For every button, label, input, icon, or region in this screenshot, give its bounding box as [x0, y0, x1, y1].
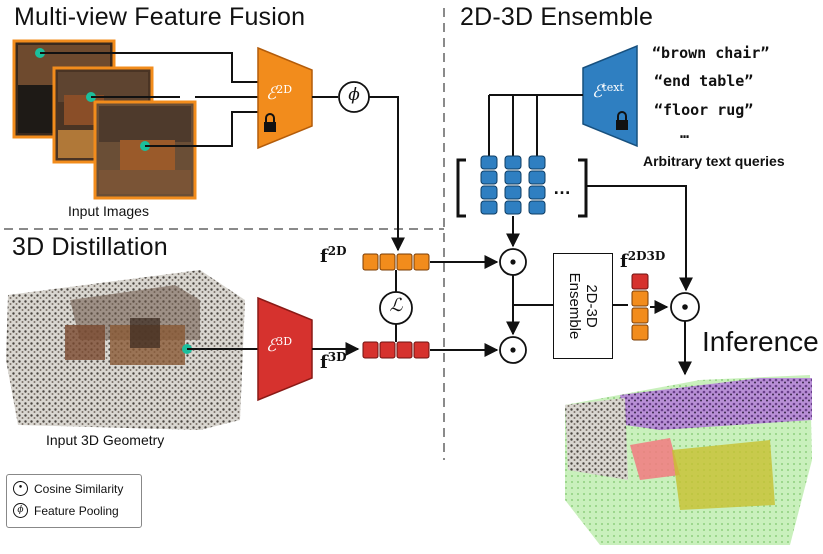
phi-symbol-icon: ϕ: [13, 503, 28, 518]
caption-input-geometry: Input 3D Geometry: [46, 432, 165, 448]
legend-pooling: ϕ Feature Pooling: [13, 503, 119, 518]
embedding-ellipsis: …: [553, 178, 571, 198]
phi-symbol: ϕ: [348, 85, 360, 105]
feature-bar-3d: [362, 341, 430, 359]
text-queries-caption: Arbitrary text queries: [643, 153, 785, 169]
loss-symbol: ℒ: [389, 295, 403, 316]
text-query-3: “floor rug”: [654, 101, 754, 119]
lock-icon-text: [616, 111, 628, 130]
encoder-3d-label: ℰ3D: [266, 335, 293, 356]
caption-input-images: Input Images: [68, 203, 149, 219]
section-title-ensemble: 2D-3D Ensemble: [460, 3, 654, 31]
point-cloud-output: [565, 375, 812, 545]
input-images-stack: [12, 39, 197, 200]
ensemble-block: 2D-3D Ensemble: [553, 253, 613, 359]
ensemble-block-label: 2D-3D Ensemble: [566, 272, 600, 340]
cosine-symbol-icon: •: [13, 481, 28, 496]
feature-label-3d: f3D: [320, 350, 347, 373]
feature-bar-2d3d: [631, 273, 649, 341]
legend-cosine: • Cosine Similarity: [13, 481, 123, 496]
feature-bar-2d: [362, 253, 430, 271]
section-title-multiview: Multi-view Feature Fusion: [14, 3, 306, 31]
feature-label-2d3d: f2D3D: [620, 249, 666, 272]
feature-label-2d: f2D: [320, 244, 347, 267]
text-embedding-columns: [456, 155, 588, 218]
legend: • Cosine Similarity ϕ Feature Pooling: [6, 474, 142, 528]
caption-inference: Inference: [702, 326, 819, 357]
loss-node: [379, 291, 413, 325]
text-query-2: “end table”: [654, 72, 754, 90]
section-title-distillation: 3D Distillation: [12, 233, 168, 261]
encoder-text-label: ℰtext: [592, 81, 624, 102]
text-query-ellipsis: …: [680, 124, 690, 142]
text-query-1: “brown chair”: [652, 44, 770, 62]
encoder-3d-shape: [257, 296, 313, 402]
encoder-2d-label: ℰ2D: [266, 83, 293, 104]
point-cloud-input: [6, 270, 245, 430]
lock-icon-2d: [264, 113, 276, 132]
